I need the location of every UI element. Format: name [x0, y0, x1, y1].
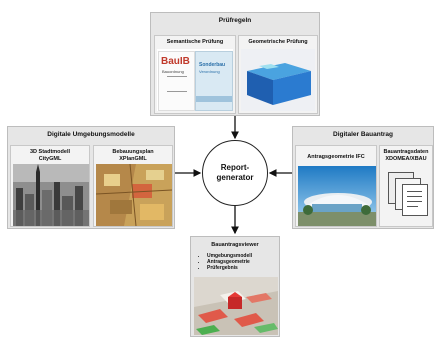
book-subtitle: Bauordnung	[162, 69, 184, 74]
report-generator-line2: generator	[216, 173, 254, 182]
book2-logo: Sonderbau	[199, 62, 226, 68]
xbau-panel: Bauantragsdaten XDOMEA/XBAU	[379, 145, 433, 227]
umgebungsmodelle-title: Digitale Umgebungsmodelle	[47, 131, 135, 138]
semantic-check-label: Semantische Prüfung	[166, 39, 224, 45]
book-lines	[167, 76, 187, 92]
viewer-feature-list: Umgebungsmodell Antragsgeometrie Prüferg…	[195, 253, 252, 271]
geometric-model-image	[241, 49, 315, 111]
ifc-rendering-image	[298, 166, 376, 226]
xbau-label: Bauantragsdaten XDOMEA/XBAU	[383, 149, 429, 162]
viewer-feature-item: Prüfergebnis	[207, 265, 252, 271]
document-stack-icon	[388, 172, 428, 216]
model-front-face	[247, 71, 273, 105]
city-model-image	[13, 164, 89, 226]
viewer-feature-item: Antragsgeometrie	[207, 259, 252, 265]
report-generator-node: Report- generator	[202, 140, 268, 206]
zoning-map	[96, 164, 172, 226]
city-model-panel: 3D Stadtmodell CityGML	[10, 145, 90, 227]
viewer-3d-scene	[194, 277, 278, 335]
pruefregeln-title: Prüfregeln	[218, 17, 252, 24]
bauantragsviewer-panel: Bauantragsviewer Umgebungsmodell Antrags…	[190, 236, 280, 337]
book2-subtitle: Verordnung	[199, 69, 220, 74]
ifc-panel: Antragsgeometrie IFC	[295, 145, 377, 227]
report-generator-line1: Report-	[220, 163, 250, 172]
pruefregeln-panel: Prüfregeln Semantische Prüfung BauIB Bau…	[150, 12, 320, 116]
geometric-check-panel: Geometrische Prüfung	[238, 35, 318, 114]
sonderbau-book: Sonderbau Verordnung	[195, 51, 233, 111]
book2-band	[196, 96, 232, 102]
viewer-feature-item: Umgebungsmodell	[207, 253, 252, 259]
book-logo: BauIB	[161, 56, 190, 67]
building-rendering	[298, 166, 376, 226]
zoning-plan-image	[96, 164, 172, 226]
zoning-plan-label: Bebauungsplan XPlanGML	[112, 149, 154, 162]
regulation-books-image: BauIB Bauordnung Sonderbau Verordnung	[157, 49, 233, 111]
blue-building-model	[247, 63, 311, 105]
semantic-check-panel: Semantische Prüfung BauIB Bauordnung Son…	[154, 35, 236, 114]
model-highlight	[259, 64, 279, 69]
viewer-screenshot-image	[194, 277, 278, 335]
bauantragsviewer-title: Bauantragsviewer	[211, 242, 259, 248]
city-model-label: 3D Stadtmodell CityGML	[29, 149, 71, 162]
umgebungsmodelle-panel: Digitale Umgebungsmodelle 3D Stadtmodell…	[7, 126, 175, 229]
bauordnung-book: BauIB Bauordnung	[158, 51, 195, 111]
geometric-check-label: Geometrische Prüfung	[248, 39, 308, 45]
model-side-face	[273, 71, 311, 105]
zoning-plan-panel: Bebauungsplan XPlanGML	[93, 145, 173, 227]
city-skyline	[13, 164, 89, 226]
ifc-label: Antragsgeometrie IFC	[307, 154, 365, 160]
model-top-face	[247, 63, 311, 80]
bauantrag-title: Digitaler Bauantrag	[333, 131, 393, 138]
bauantrag-panel: Digitaler Bauantrag Antragsgeometrie IFC	[292, 126, 434, 229]
